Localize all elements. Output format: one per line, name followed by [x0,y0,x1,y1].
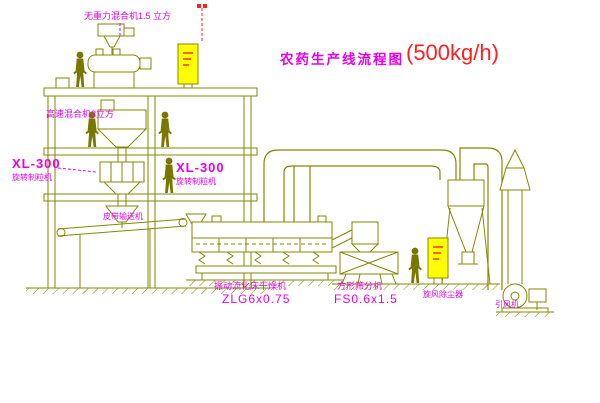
control-cabinet-ground [427,237,449,285]
label-fluid-bed-dryer-model: ZLG6x0.75 [222,292,291,306]
cyclone-separator [441,179,491,285]
control-cabinet-top [177,43,199,89]
exhaust-stack [499,148,531,284]
label-gravity-mixer: 无重力混合机1.5 立方 [84,11,172,21]
duct-to-fan [459,147,503,290]
label-high-speed-mixer: 高速混合机3立方 [46,109,115,119]
induced-draft-fan [496,283,554,317]
exhaust-duct [263,149,457,222]
granulator-xl300 [99,161,145,206]
square-sieve [332,221,500,290]
label-cyclone: 旋风除尘器 [423,290,463,299]
title-capacity: (500kg/h) [406,40,499,65]
label-granulator-center-name: 旋转制粒机 [176,177,216,186]
label-granulator-center-model: XL-300 [176,160,225,175]
label-square-sieve: 方形筛分机 [337,281,383,291]
label-granulator-left-model: XL-300 [12,156,61,171]
gravity-mixer [55,23,152,89]
worker-lower [162,157,176,193]
worker-roof [73,51,87,87]
label-square-sieve-model: FS0.6x1.5 [334,292,398,306]
belt-conveyor [56,218,188,288]
title-text: 农药生产线流程图 [280,52,404,67]
diagram-title: 农药生产线流程图 (500kg/h) [280,40,499,68]
label-belt-conveyor: 皮带输送机 [103,212,143,221]
label-fan: 引风机 [495,300,519,309]
worker-ground [408,247,422,283]
label-fluid-bed-dryer: 振动流化床干燥机 [214,281,287,291]
discharge-hopper [105,205,139,228]
building-frame [26,87,270,294]
fluid-bed-dryer [185,213,344,286]
worker-mid-right [158,111,172,147]
label-granulator-left-name: 旋转制粒机 [12,173,52,182]
leader-lines [57,4,207,173]
dryer-discharge-chute [331,229,353,249]
high-speed-mixer [96,99,148,162]
